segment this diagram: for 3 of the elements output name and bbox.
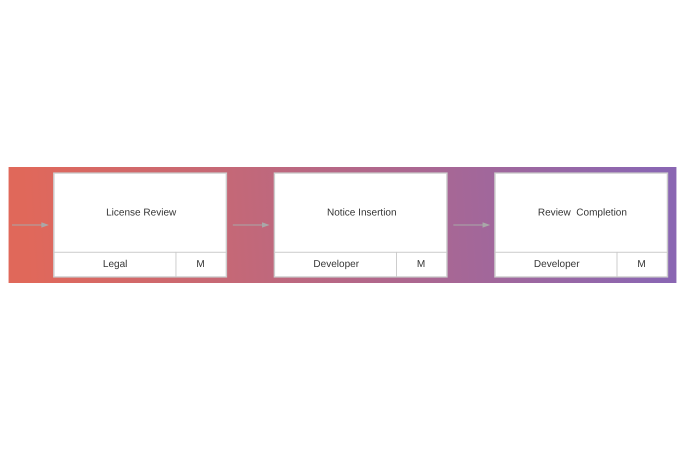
- arrow: [12, 222, 49, 228]
- arrow: [232, 222, 270, 228]
- arrow: [452, 222, 490, 228]
